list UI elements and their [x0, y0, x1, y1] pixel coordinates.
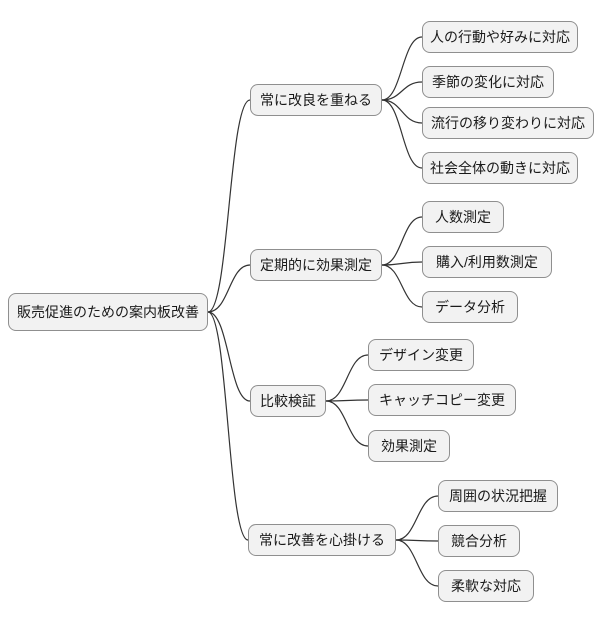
node-branch-1: 定期的に効果測定	[250, 249, 382, 281]
node-leaf-3-2: 柔軟な対応	[438, 570, 534, 602]
node-leaf-2-0: デザイン変更	[368, 339, 474, 371]
edge-branch1-leaf0	[381, 216, 423, 266]
edge-branch3-leaf1	[395, 539, 439, 542]
node-root: 販売促進のための案内板改善	[8, 293, 208, 331]
edge-root-branch-2	[207, 311, 251, 402]
node-branch-3: 常に改善を心掛ける	[248, 524, 396, 556]
edge-branch1-leaf1	[381, 261, 423, 266]
node-branch-0: 常に改良を重ねる	[250, 84, 382, 116]
node-leaf-3-1: 競合分析	[438, 525, 520, 557]
edge-branch2-leaf1	[325, 399, 369, 402]
edge-root-branch-0	[207, 99, 251, 313]
node-leaf-0-0: 人の行動や好みに対応	[422, 21, 578, 53]
node-leaf-2-2: 効果測定	[368, 430, 450, 462]
node-branch-2: 比較検証	[250, 385, 326, 417]
edge-root-branch-3	[207, 311, 249, 541]
edge-branch2-leaf0	[325, 354, 369, 402]
node-leaf-2-1: キャッチコピー変更	[368, 384, 516, 416]
node-leaf-0-2: 流行の移り変わりに対応	[422, 107, 594, 139]
node-leaf-0-1: 季節の変化に対応	[422, 66, 554, 98]
node-leaf-0-3: 社会全体の動きに対応	[422, 152, 578, 184]
node-leaf-1-1: 購入/利用数測定	[422, 246, 552, 278]
edge-branch1-leaf2	[381, 264, 423, 308]
edge-branch3-leaf2	[395, 539, 439, 587]
node-leaf-1-0: 人数測定	[422, 201, 504, 233]
edge-branch2-leaf2	[325, 400, 369, 447]
edge-branch3-leaf0	[395, 495, 439, 541]
edge-branch0-leaf2	[381, 99, 423, 124]
edge-root-branch-1	[207, 264, 251, 313]
node-leaf-1-2: データ分析	[422, 291, 518, 323]
edge-branch0-leaf1	[381, 81, 423, 101]
edge-branch0-leaf3	[381, 99, 423, 169]
edge-branch0-leaf0	[381, 36, 423, 101]
node-leaf-3-0: 周囲の状況把握	[438, 480, 558, 512]
